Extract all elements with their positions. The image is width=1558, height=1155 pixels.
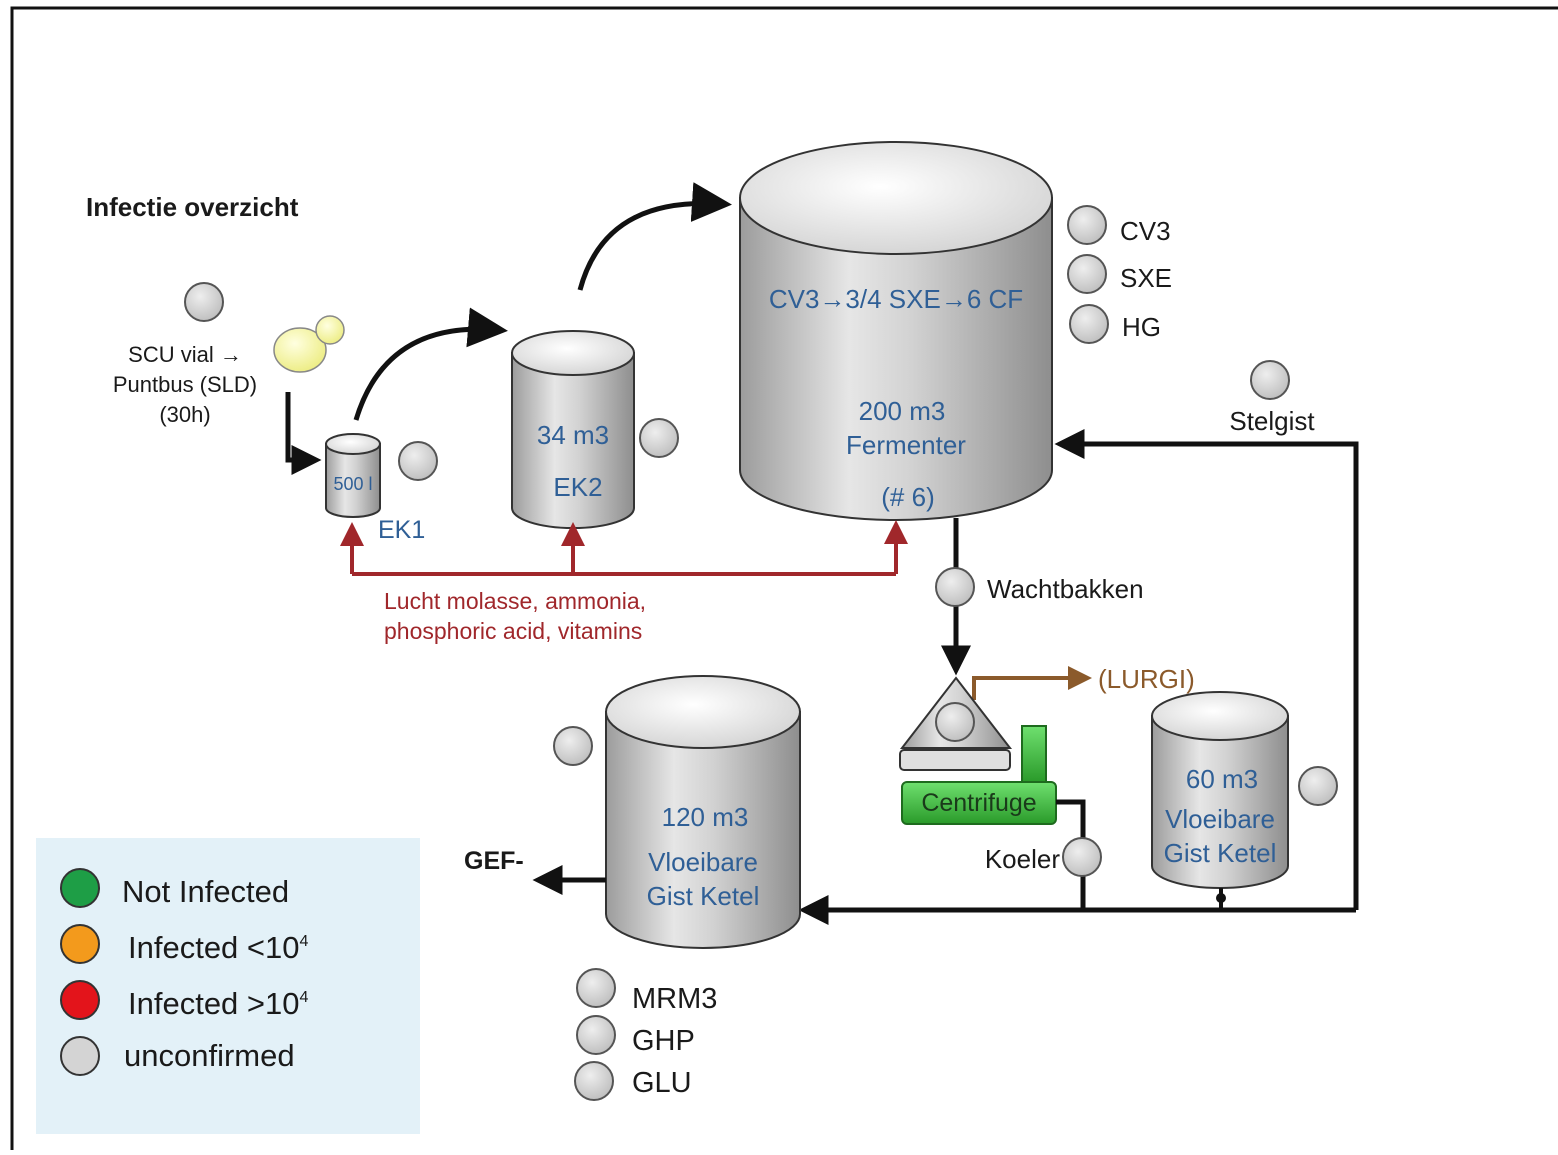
flow-to-lurgi [972,666,1092,700]
sample-label-hg: HG [1122,312,1161,342]
source-line-2: Puntbus (SLD) [113,372,257,397]
legend-dot-unconfirmed [60,1036,100,1076]
fermenter-name: Fermenter [846,430,966,460]
diagram-title: Infectie overzicht [86,192,299,222]
status-dot-storage-60[interactable] [1298,766,1338,806]
status-dot-centrifuge[interactable] [935,702,975,742]
fermenter-program: CV3→3/4 SXE→6 CF [769,284,1023,314]
status-dot-glu[interactable] [574,1061,614,1101]
status-dot-storage-120[interactable] [553,726,593,766]
legend-label-unconfirmed: unconfirmed [124,1038,295,1073]
storage-60-line-2: Gist Ketel [1164,838,1277,868]
fermenter-number: (# 6) [881,482,934,512]
status-dot-hg[interactable] [1069,304,1109,344]
sample-label-ghp: GHP [632,1025,695,1057]
legend-dot-not-infected [60,868,100,908]
storage-60-volume: 60 m3 [1186,764,1258,794]
status-dot-sxe[interactable] [1067,254,1107,294]
ek1-volume: 500 l [333,474,372,494]
page-frame [10,6,1558,1155]
yeast-cells-icon [273,315,345,373]
storage-60-line-1: Vloeibare [1165,804,1275,834]
source-line-3: (30h) [159,402,210,427]
legend-dot-infected-high [60,980,100,1020]
feed-label-line-2: phosphoric acid, vitamins [384,618,642,644]
status-dot-mrm3[interactable] [576,968,616,1008]
flow-stelgist-to-fermenter [1054,429,1359,910]
stelgist-label: Stelgist [1229,406,1315,436]
ek2-volume: 34 m3 [537,420,609,450]
ek2-name: EK2 [553,472,602,502]
sample-label-glu: GLU [632,1067,692,1099]
ek1-name: EK1 [378,516,425,544]
status-dot-ek1[interactable] [398,441,438,481]
status-dot-stelgist[interactable] [1250,360,1290,400]
status-dot-source[interactable] [184,282,224,322]
sample-label-mrm3: MRM3 [632,983,717,1015]
source-line-1: SCU vial → [128,342,242,367]
storage-120-line-1: Vloeibare [648,847,758,877]
tank-ek1[interactable] [325,433,381,518]
legend-label-not-infected: Not Infected [122,874,289,909]
centrifuge-label: Centrifuge [921,789,1036,817]
storage-120-volume: 120 m3 [662,802,749,832]
junction-dot [1216,893,1226,903]
legend-background [36,838,420,1134]
storage-120-line-2: Gist Ketel [647,881,760,911]
tank-storage-60[interactable] [1151,691,1289,889]
status-dot-ghp[interactable] [576,1015,616,1055]
legend-label-infected-high: Infected >104 [128,986,309,1021]
tank-ek2[interactable] [511,330,635,529]
legend-dot-infected-low [60,924,100,964]
output-label: GEF- [464,847,524,875]
legend: Not Infected Infected <104 Infected >104… [36,838,420,1134]
status-dot-cv3[interactable] [1067,205,1107,245]
sample-label-cv3: CV3 [1120,216,1171,246]
fermenter-volume: 200 m3 [859,396,946,426]
tank-fermenter[interactable] [739,141,1053,521]
flow-source-to-ek1 [285,392,322,475]
flow-ek1-to-ek2 [353,307,508,421]
lurgi-label: (LURGI) [1098,664,1195,694]
wachtbakken-label: Wachtbakken [987,574,1144,604]
sample-label-sxe: SXE [1120,263,1172,293]
status-dot-wachtbakken[interactable] [935,567,975,607]
tank-storage-120[interactable] [605,675,801,949]
koeler-label: Koeler [985,844,1060,874]
status-dot-ek2[interactable] [639,418,679,458]
legend-label-infected-low: Infected <104 [128,930,309,965]
feed-label-line-1: Lucht molasse, ammonia, [384,588,646,614]
status-dot-koeler[interactable] [1062,837,1102,877]
flow-ek2-to-fermenter [577,182,732,291]
